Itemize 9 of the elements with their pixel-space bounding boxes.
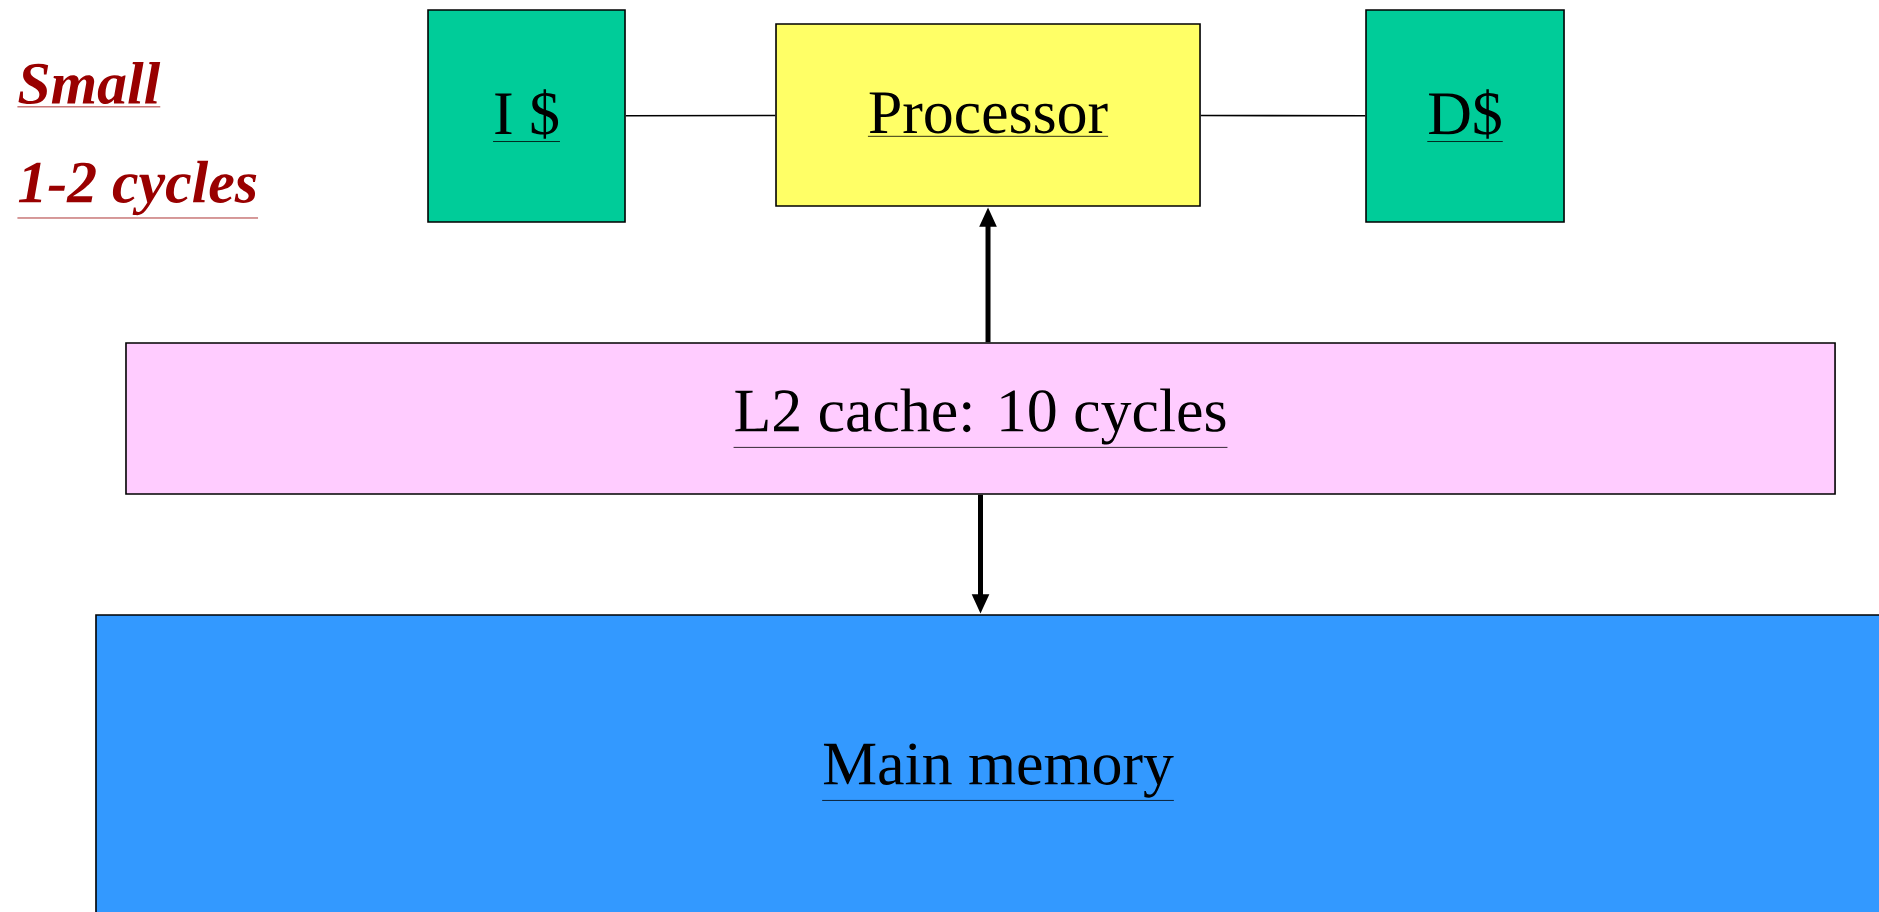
latency-note: Small <box>17 61 161 108</box>
box: Processor <box>775 23 1201 207</box>
box: I $ <box>427 9 626 223</box>
connector-line <box>1200 114 1366 117</box>
box: Main memory <box>95 614 1879 912</box>
connector-line <box>625 114 776 117</box>
box: L2 cache: 10 cycles <box>125 342 1836 495</box>
box: D$ <box>1365 9 1565 223</box>
latency-note: 1-2 cycles <box>17 160 259 219</box>
